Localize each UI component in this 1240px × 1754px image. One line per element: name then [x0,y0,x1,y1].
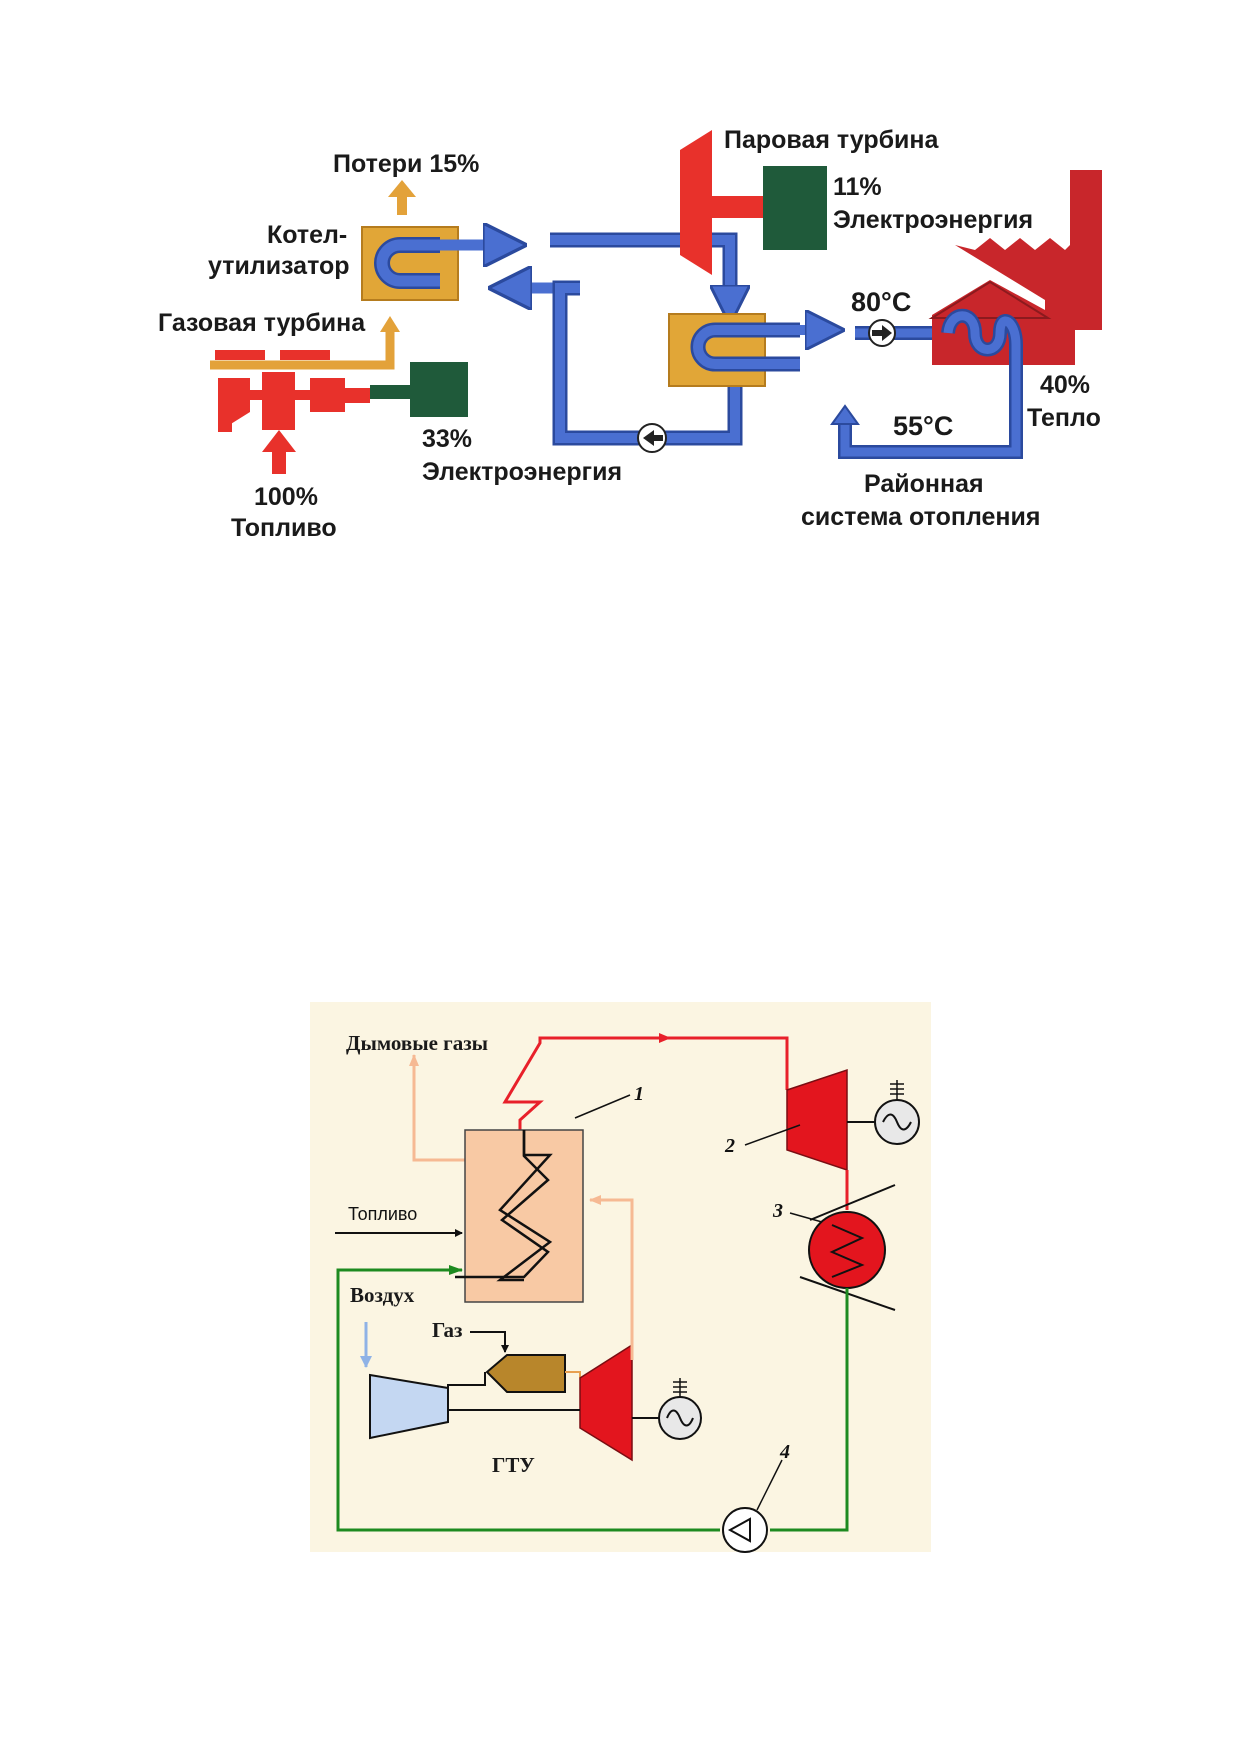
network-heat-exchanger [668,313,800,387]
gt-electricity-percent: 33% [422,425,472,453]
cogeneration-diagram: Потери 15% Котел- утилизатор Газовая тур… [158,126,1102,542]
leader-line-1 [574,1094,631,1119]
heat-label: Тепло [1027,404,1101,432]
cold-temperature-label: 55°С [893,411,953,441]
gt-exhaust-line [589,1195,634,1360]
district-label-line2: система отопления [801,503,1040,531]
losses-label: Потери 15% [333,150,479,178]
st-electricity-percent: 11% [833,173,882,201]
building-heating-coil [830,308,1023,459]
gas-turbine-generator [632,1378,702,1440]
compressed-air-line [447,1372,486,1400]
steam-turbine-generator [763,166,827,250]
gas-turbine-label: Газовая турбина [158,309,366,337]
heat-consumer-building [928,170,1102,365]
number-1: 1 [634,1083,644,1105]
heat-recovery-boiler [361,226,459,301]
gas-turbine-generator [370,362,468,417]
boiler-unit [455,1129,584,1303]
gas-input-arrow [470,1331,509,1353]
leader-line-2 [744,1124,801,1146]
st-electricity-label: Электроэнергия [833,206,1033,234]
gas-turbine [579,1343,633,1462]
gtu-label: ГТУ [492,1453,535,1477]
steam-turbine-label: Паровая турбина [724,126,940,154]
number-3: 3 [772,1200,783,1222]
fuel-input-arrow [262,430,296,474]
fuel-label: Топливо [231,514,337,542]
condensate-return-pipe [552,280,743,453]
steam-supply-pipe [550,232,730,305]
flue-gas-line [409,1054,470,1162]
steam-turbine-generator [874,1080,920,1145]
air-compressor [369,1373,449,1440]
leader-line-4 [756,1459,783,1511]
gas-turbine [215,350,370,432]
exhaust-duct [210,316,400,370]
fuel-percent-label: 100% [254,483,318,511]
hot-temperature-label: 80°С [851,287,911,317]
hot-gas-line [565,1371,581,1378]
condensate-loop [336,1265,849,1532]
district-label-line1: Районная [864,470,984,498]
heat-percent-label: 40% [1040,371,1090,399]
air-label: Воздух [350,1283,415,1307]
boiler-label-line1: Котел- [267,221,347,249]
leader-line-3 [789,1212,823,1223]
boiler-label-line2: утилизатор [208,252,350,280]
steam-turbine [680,130,770,275]
number-2: 2 [724,1135,735,1157]
gas-steam-scheme-diagram: Дымовые газы Топливо Воздух Газ ГТУ 1 2 … [310,1002,931,1553]
flue-gases-label: Дымовые газы [346,1031,488,1055]
steam-line [502,1036,789,1135]
combustion-chamber [485,1354,566,1393]
number-4: 4 [779,1441,790,1463]
gt-electricity-label: Электроэнергия [422,458,622,486]
feed-pump [722,1507,768,1553]
gas-label: Газ [432,1318,462,1342]
losses-arrow [388,180,416,215]
fuel-label: Топливо [348,1204,417,1224]
